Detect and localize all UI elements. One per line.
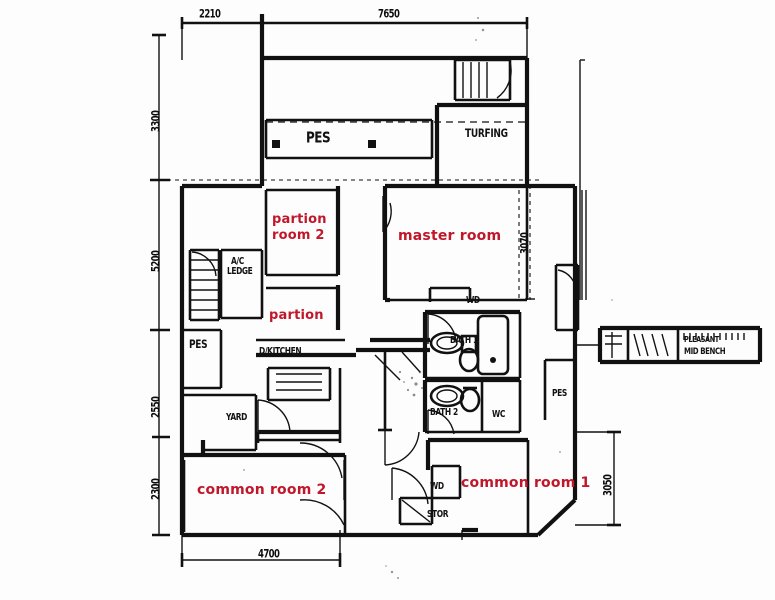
right-side-structures	[543, 190, 587, 420]
ac-ledge	[219, 248, 264, 320]
dining-kitchen-area	[256, 338, 356, 479]
common-room-1-walls	[391, 437, 530, 540]
common-room-2-walls	[182, 452, 347, 535]
staircase-top	[453, 58, 512, 102]
left-staircase	[188, 248, 221, 322]
partion-room-2-walls	[264, 186, 341, 330]
right-detail-strip	[575, 325, 763, 365]
scan-artifacts	[243, 17, 613, 579]
pes-left-area	[182, 328, 223, 390]
central-corridor	[356, 337, 430, 466]
pes-terrace-top	[264, 118, 527, 160]
yard-area	[182, 393, 291, 455]
dimension-lines-left	[150, 33, 540, 537]
bath-2	[422, 377, 522, 435]
dimension-lines-top	[180, 14, 529, 60]
turfing-room	[434, 102, 529, 188]
bath-1	[422, 309, 522, 380]
master-room-walls	[382, 183, 529, 303]
